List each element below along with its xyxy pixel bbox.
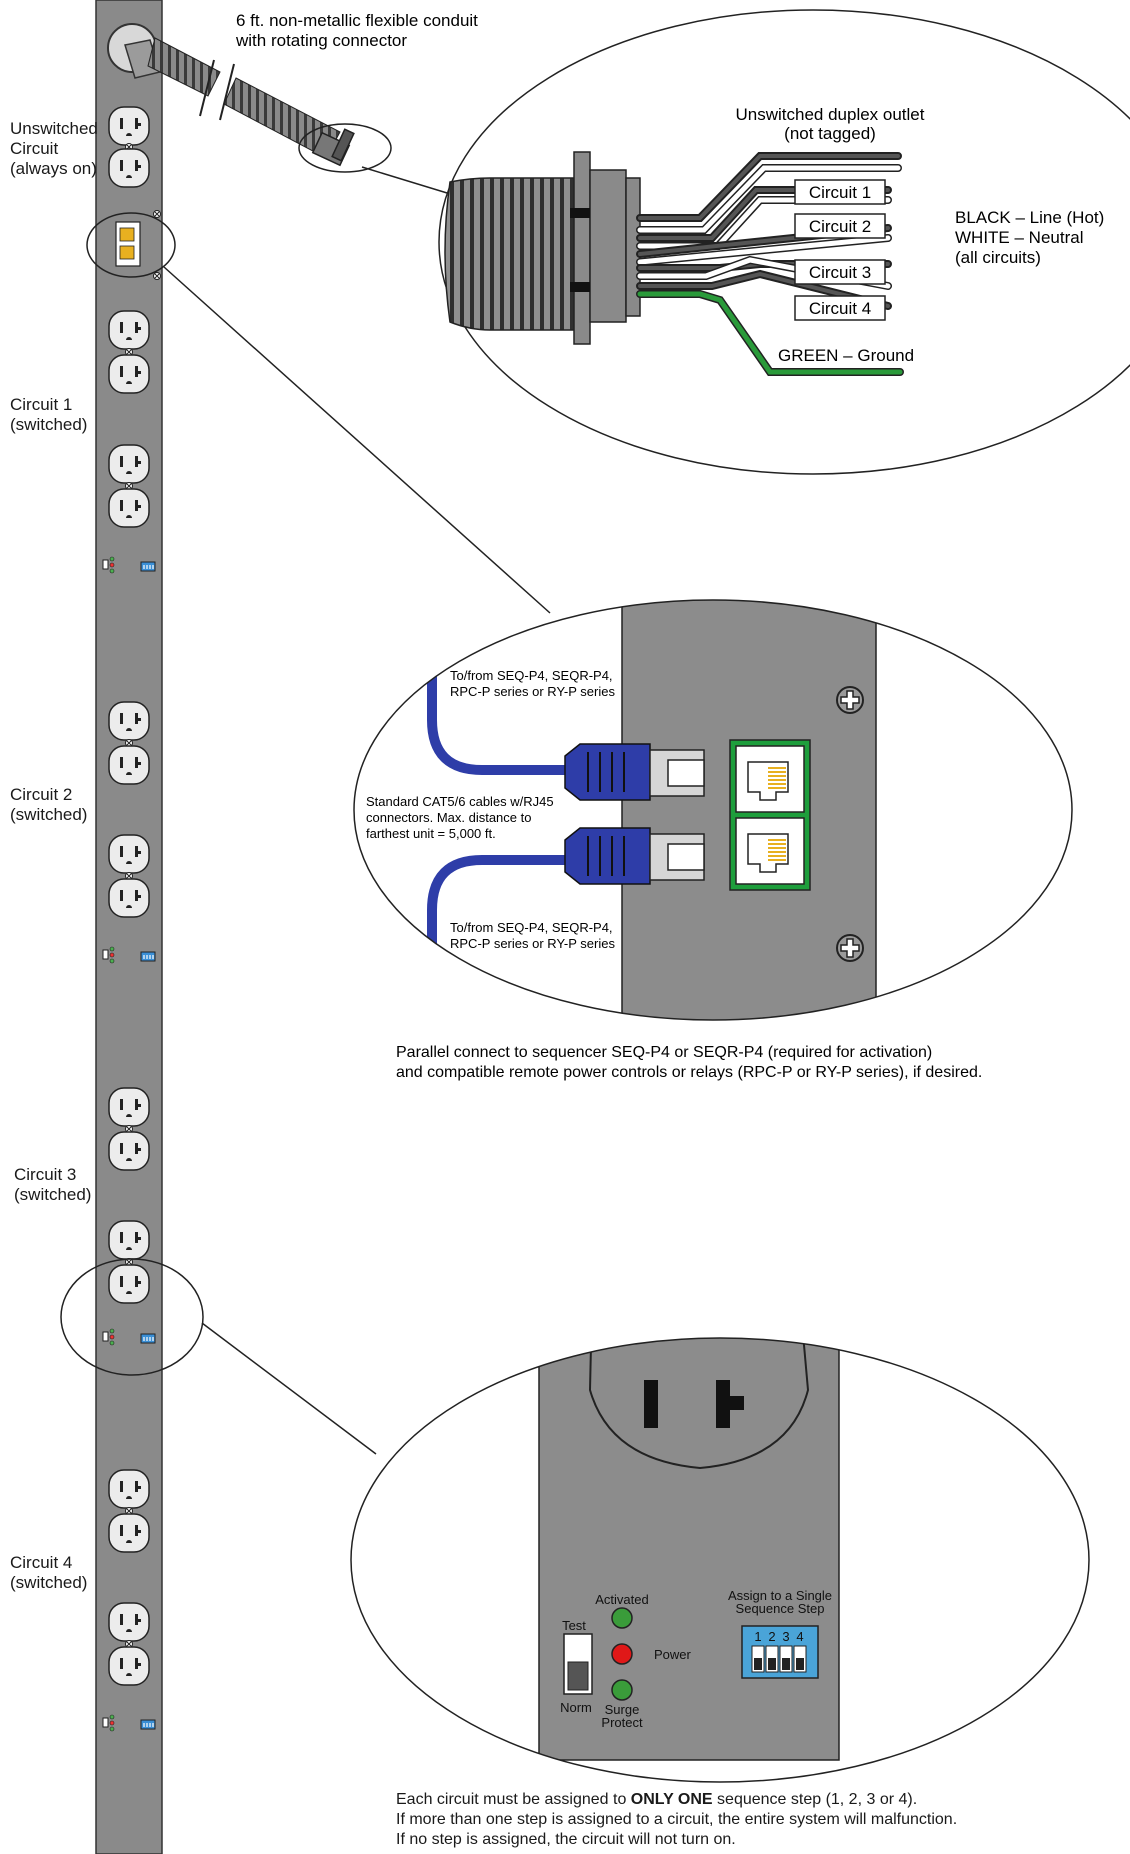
activated-led bbox=[611, 1607, 633, 1629]
rj45-callout: To/from SEQ-P4, SEQR-P4, RPC-P series or… bbox=[353, 599, 1073, 1021]
rj45-plug-bottom bbox=[564, 827, 705, 885]
rj45-middle-label-2: connectors. Max. distance to bbox=[366, 810, 531, 825]
dip-number-3: 3 bbox=[782, 1629, 789, 1644]
panel-caption-line-1: Each circuit must be assigned to ONLY ON… bbox=[396, 1791, 917, 1808]
norm-label: Norm bbox=[560, 1700, 592, 1715]
unswitched-outlet-label-2: (not tagged) bbox=[784, 124, 876, 143]
wires bbox=[636, 152, 904, 376]
strip-label-0-line-0: Unswitched bbox=[10, 119, 98, 138]
legend-white: WHITE – Neutral bbox=[955, 228, 1083, 247]
strip-rj45-ports bbox=[115, 221, 141, 267]
tag-circuit-2: Circuit 2 bbox=[809, 217, 871, 236]
wiring-connector bbox=[570, 151, 641, 345]
tag-circuit-3: Circuit 3 bbox=[809, 263, 871, 282]
tag-circuit-1: Circuit 1 bbox=[809, 183, 871, 202]
power-strip bbox=[60, 0, 551, 1854]
panel-callout-circle bbox=[60, 1258, 204, 1376]
conduit-end bbox=[444, 177, 576, 331]
conduit-callout-circle bbox=[298, 123, 392, 173]
power-label: Power bbox=[654, 1647, 692, 1662]
panel-callout: Test Norm Activated Power Surge Protect … bbox=[350, 1337, 1090, 1783]
panel-screw-top bbox=[836, 686, 864, 714]
strip-label-0-line-1: Circuit bbox=[10, 139, 58, 158]
strip-label-2-line-1: (switched) bbox=[10, 805, 87, 824]
dip-number-2: 2 bbox=[768, 1629, 775, 1644]
rj45-top-label-2: RPC-P series or RY-P series bbox=[450, 684, 615, 699]
activated-label: Activated bbox=[595, 1592, 648, 1607]
cable-bottom bbox=[427, 855, 570, 960]
legend-black: BLACK – Line (Hot) bbox=[955, 208, 1104, 227]
tag-circuit-4: Circuit 4 bbox=[809, 299, 871, 318]
rj45-top-label-1: To/from SEQ-P4, SEQR-P4, bbox=[450, 668, 613, 683]
unswitched-outlet-label-1: Unswitched duplex outlet bbox=[735, 105, 924, 124]
test-norm-switch[interactable] bbox=[563, 1633, 593, 1695]
cable-top bbox=[427, 600, 570, 775]
outlet-unswitched-bottom bbox=[108, 148, 150, 188]
rj45-jack-block bbox=[729, 739, 811, 891]
surge-label-2: Protect bbox=[601, 1715, 643, 1730]
circuit-tags: Circuit 1 Circuit 2 Circuit 3 Circuit 4 bbox=[794, 179, 886, 321]
legend-all-circuits: (all circuits) bbox=[955, 248, 1041, 267]
strip-body bbox=[95, 0, 163, 1854]
wiring-callout: Circuit 1 Circuit 2 Circuit 3 Circuit 4 … bbox=[438, 9, 1130, 475]
panel-caption-line-2: If more than one step is assigned to a c… bbox=[396, 1811, 957, 1828]
conduit-label-1: 6 ft. non-metallic flexible conduit bbox=[236, 11, 478, 30]
dip-number-4: 4 bbox=[796, 1629, 803, 1644]
surge-label-1: Surge bbox=[605, 1702, 640, 1717]
dip-number-1: 1 bbox=[754, 1629, 761, 1644]
strip-label-3-line-0: Circuit 3 bbox=[14, 1165, 76, 1184]
rj45-callout-circle bbox=[86, 212, 176, 278]
dip-switch[interactable] bbox=[741, 1625, 819, 1679]
strip-label-1-line-1: (switched) bbox=[10, 415, 87, 434]
assign-label-2: Sequence Step bbox=[736, 1601, 825, 1616]
rj45-bottom-label-1: To/from SEQ-P4, SEQR-P4, bbox=[450, 920, 613, 935]
rj45-middle-label-3: farthest unit = 5,000 ft. bbox=[366, 826, 496, 841]
strip-label-4-line-1: (switched) bbox=[10, 1573, 87, 1592]
strip-label-1-line-0: Circuit 1 bbox=[10, 395, 72, 414]
assign-label-1: Assign to a Single bbox=[728, 1588, 832, 1603]
flexible-conduit bbox=[124, 37, 355, 167]
test-label: Test bbox=[562, 1618, 586, 1633]
rj45-middle-label-1: Standard CAT5/6 cables w/RJ45 bbox=[366, 794, 554, 809]
strip-label-0-line-2: (always on) bbox=[10, 159, 97, 178]
strip-label-4-line-0: Circuit 4 bbox=[10, 1553, 72, 1572]
panel-screw-bottom bbox=[836, 934, 864, 962]
rj45-plug-top bbox=[564, 743, 705, 801]
rj45-caption-1: Parallel connect to sequencer SEQ-P4 or … bbox=[396, 1044, 932, 1061]
conduit-label-2: with rotating connector bbox=[235, 31, 407, 50]
panel-caption: Each circuit must be assigned to ONLY ON… bbox=[396, 1791, 957, 1848]
strip-label-3-line-1: (switched) bbox=[14, 1185, 91, 1204]
rj45-caption-2: and compatible remote power controls or … bbox=[396, 1064, 982, 1081]
power-led bbox=[611, 1643, 633, 1665]
rj45-bottom-label-2: RPC-P series or RY-P series bbox=[450, 936, 615, 951]
outlet-unswitched-top bbox=[108, 106, 150, 146]
panel-caption-line-3: If no step is assigned, the circuit will… bbox=[396, 1831, 736, 1848]
ground-label: GREEN – Ground bbox=[778, 346, 914, 365]
surge-protect-led bbox=[611, 1679, 633, 1701]
strip-label-2-line-0: Circuit 2 bbox=[10, 785, 72, 804]
